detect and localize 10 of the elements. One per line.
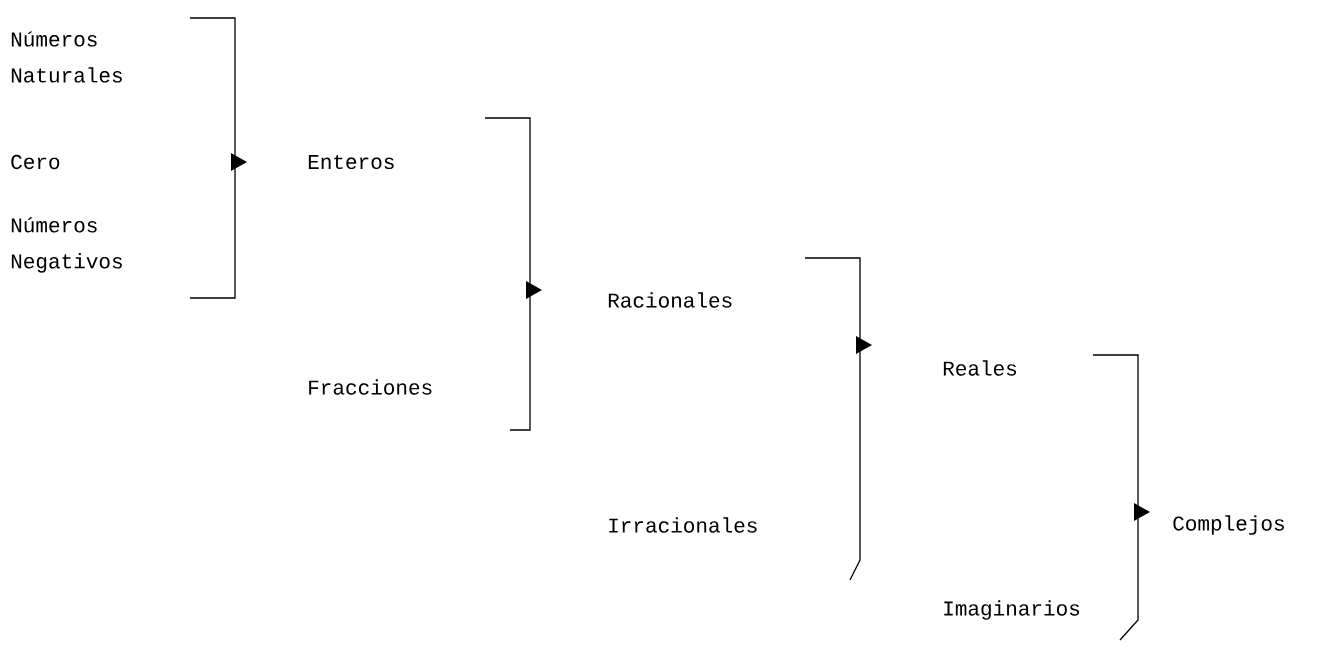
term-label: Racionales	[608, 292, 732, 308]
term-label: Números Naturales	[11, 31, 122, 83]
term-label: Reales	[943, 360, 1017, 376]
term-label: Enteros	[308, 154, 394, 170]
term-label: Fracciones	[309, 379, 432, 395]
term-label: Cero	[11, 154, 60, 170]
term-label: Imaginarios	[944, 600, 1080, 620]
term-label: Números Negativos	[11, 217, 122, 273]
term-label: Complejos	[1173, 515, 1284, 535]
term-label: Irracionales	[609, 517, 757, 533]
